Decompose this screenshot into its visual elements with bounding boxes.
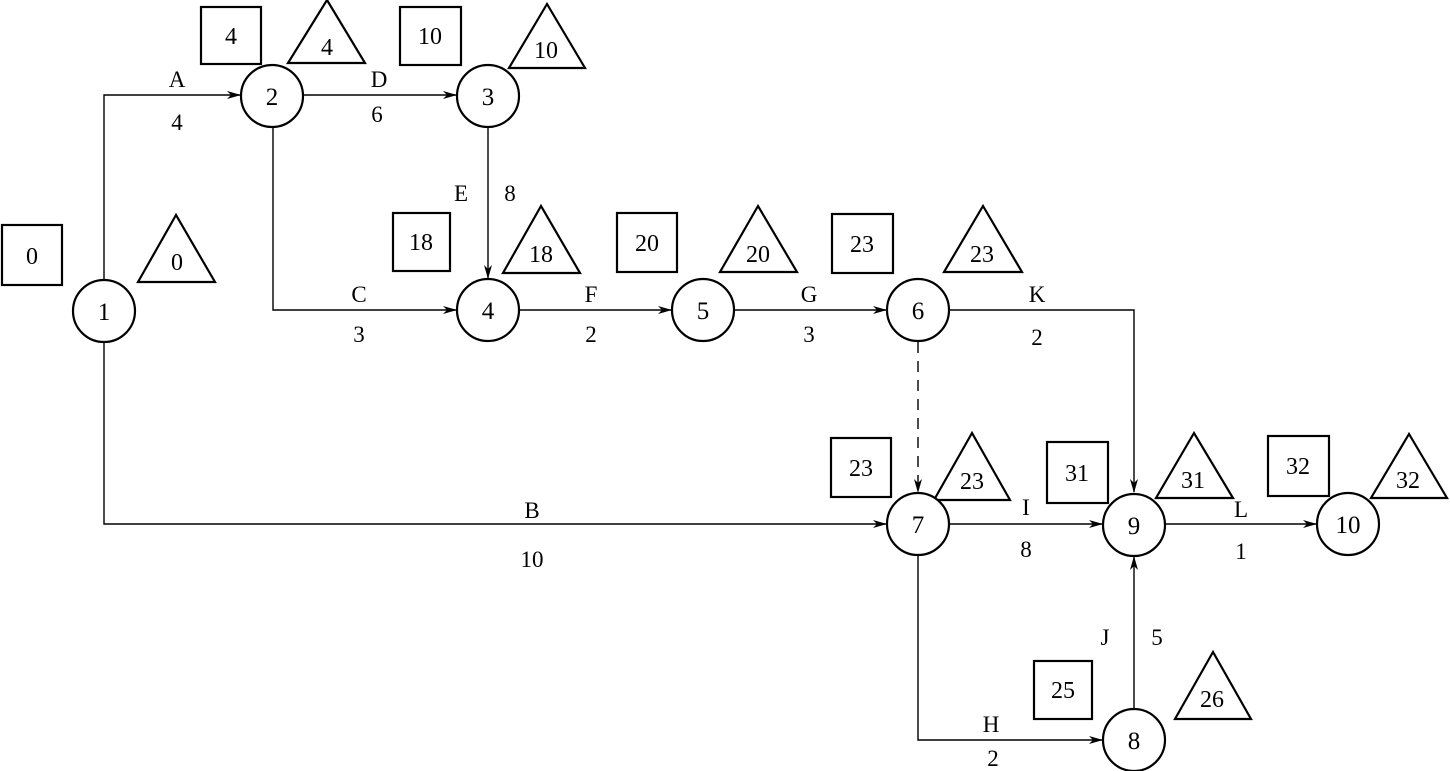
activity-label-L: L — [1234, 497, 1248, 522]
node-8: 8 — [1101, 707, 1167, 771]
latest-time-7: 23 — [960, 469, 984, 495]
duration-label-L: 1 — [1235, 539, 1247, 564]
node-label-1: 1 — [98, 299, 111, 326]
earliest-time-4: 18 — [409, 230, 433, 256]
activity-label-F: F — [585, 282, 598, 307]
latest-time-9: 31 — [1181, 468, 1205, 494]
duration-label-G: 3 — [803, 322, 815, 347]
latest-time-triangle-4: 18 — [501, 203, 582, 275]
earliest-time-8: 25 — [1051, 678, 1075, 704]
duration-label-H: 2 — [987, 746, 999, 771]
node-label-8: 8 — [1128, 728, 1141, 755]
duration-label-F: 2 — [585, 322, 597, 347]
earliest-time-box-5: 20 — [615, 211, 679, 274]
activity-label-H: H — [983, 712, 1000, 737]
earliest-time-box-2: 4 — [199, 5, 263, 66]
latest-time-triangle-6: 23 — [942, 203, 1024, 274]
node-label-3: 3 — [482, 84, 495, 111]
earliest-time-box-1: 0 — [0, 223, 64, 287]
earliest-time-6: 23 — [850, 232, 874, 258]
earliest-time-box-6: 23 — [830, 212, 895, 275]
latest-time-8: 26 — [1200, 687, 1224, 713]
latest-time-triangle-2: 4 — [286, 0, 367, 65]
activity-label-K: K — [1029, 282, 1046, 307]
duration-label-B: 10 — [521, 547, 544, 572]
duration-label-E: 8 — [504, 181, 516, 206]
earliest-time-box-3: 10 — [398, 5, 463, 67]
latest-time-triangle-10: 32 — [1369, 431, 1449, 500]
earliest-time-2: 4 — [225, 24, 237, 50]
node-label-9: 9 — [1128, 513, 1141, 540]
node-5: 5 — [670, 277, 736, 343]
edge-C — [272, 127, 457, 314]
edge-H — [917, 556, 1103, 744]
latest-time-triangle-8: 26 — [1173, 649, 1253, 721]
activity-label-I: I — [1022, 495, 1030, 520]
earliest-time-box-9: 31 — [1045, 440, 1110, 505]
activity-label-A: A — [169, 67, 186, 92]
earliest-time-9: 31 — [1065, 461, 1089, 487]
latest-time-1: 0 — [171, 250, 183, 276]
latest-time-4: 18 — [529, 242, 553, 268]
duration-label-I: 8 — [1020, 537, 1032, 562]
edge-K — [950, 309, 1138, 493]
edge-B — [103, 342, 887, 528]
earliest-time-7: 23 — [849, 456, 873, 482]
earliest-time-5: 20 — [635, 231, 659, 257]
node-label-4: 4 — [482, 298, 495, 325]
node-10: 10 — [1315, 491, 1381, 557]
node-label-6: 6 — [912, 298, 925, 325]
earliest-time-box-4: 18 — [391, 211, 452, 273]
latest-time-triangle-1: 0 — [136, 212, 217, 284]
activity-label-B: B — [524, 498, 539, 523]
latest-time-triangle-5: 20 — [718, 203, 799, 274]
node-7: 7 — [885, 491, 951, 557]
node-label-10: 10 — [1336, 512, 1361, 539]
duration-label-D: 6 — [371, 102, 383, 127]
activity-label-D: D — [371, 67, 388, 92]
node-label-7: 7 — [912, 512, 925, 539]
duration-label-A: 4 — [171, 110, 183, 135]
latest-time-6: 23 — [970, 242, 994, 268]
activity-label-G: G — [801, 282, 818, 307]
earliest-time-box-8: 25 — [1032, 659, 1094, 721]
node-6: 6 — [885, 277, 951, 343]
earliest-time-1: 0 — [26, 244, 38, 270]
duration-label-J: 5 — [1151, 625, 1163, 650]
latest-time-triangle-9: 31 — [1154, 430, 1235, 500]
latest-time-3: 10 — [534, 38, 558, 64]
earliest-time-box-7: 23 — [829, 436, 893, 499]
latest-time-5: 20 — [746, 242, 770, 268]
edge-A — [103, 91, 241, 280]
latest-time-2: 4 — [321, 35, 333, 61]
activity-label-C: C — [351, 282, 366, 307]
node-label-2: 2 — [266, 84, 279, 111]
latest-time-10: 32 — [1396, 468, 1420, 494]
duration-label-K: 2 — [1031, 325, 1043, 350]
node-1: 1 — [71, 278, 137, 344]
earliest-time-10: 32 — [1286, 454, 1310, 480]
activity-label-E: E — [454, 181, 468, 206]
earliest-time-3: 10 — [418, 24, 442, 50]
latest-time-triangle-3: 10 — [507, 1, 587, 70]
latest-time-triangle-7: 23 — [932, 430, 1012, 502]
node-4: 4 — [455, 277, 521, 343]
duration-label-C: 3 — [353, 322, 365, 347]
earliest-time-box-10: 32 — [1266, 434, 1331, 498]
activity-label-J: J — [1101, 625, 1110, 650]
node-label-5: 5 — [697, 298, 710, 325]
node-9: 9 — [1101, 492, 1167, 558]
node-3: 3 — [455, 63, 521, 129]
node-2: 2 — [239, 63, 305, 129]
